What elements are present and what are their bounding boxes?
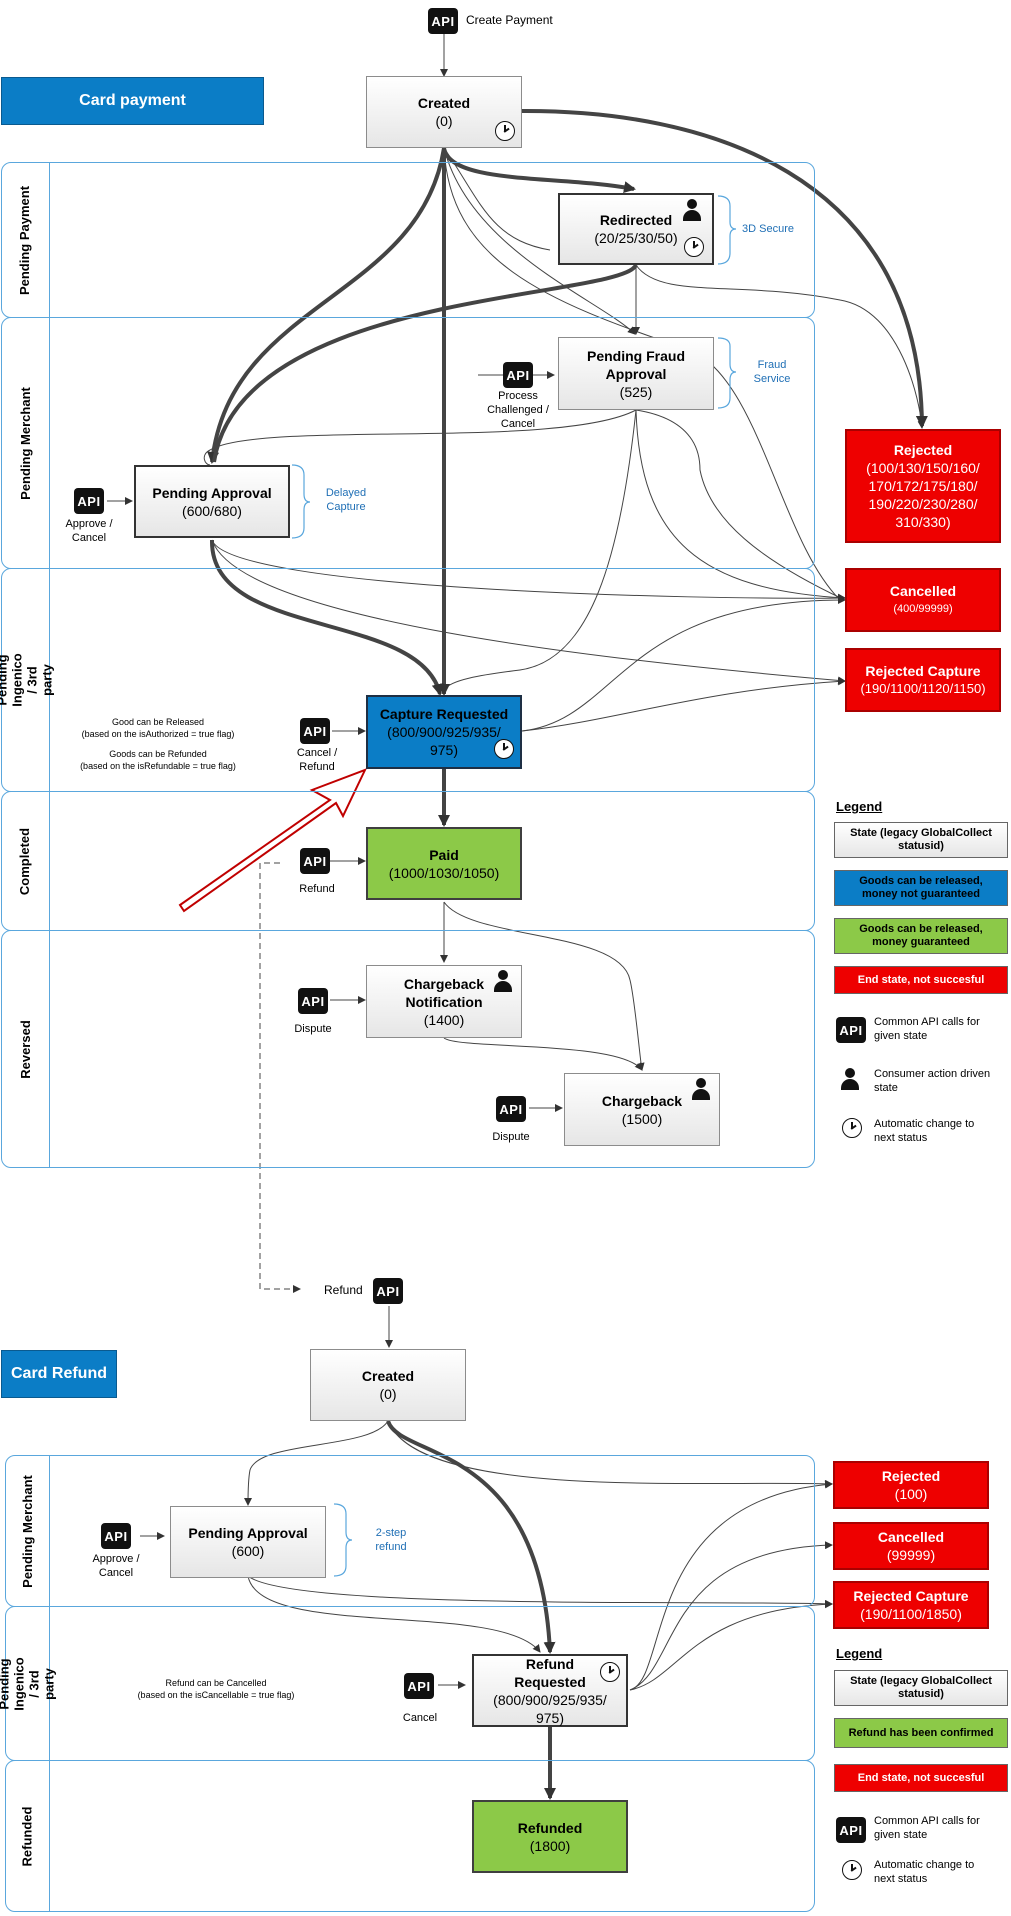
api-label-approve: Approve / Cancel: [92, 1553, 140, 1579]
annotation-fraud-service: Fraud Service: [753, 359, 791, 385]
legend-blue: Goods can be released, money not guarant…: [834, 870, 1008, 906]
state-rejected: Rejected(100/130/150/160/ 170/172/175/18…: [845, 429, 1001, 543]
refund-legend-auto: Automatic change to next status: [874, 1859, 975, 1885]
refund-state-refunded: Refunded(1800): [472, 1800, 628, 1873]
card-refund-header: Card Refund: [1, 1350, 117, 1398]
annotation-3d-secure: 3D Secure: [742, 223, 794, 235]
clock-icon: [684, 237, 704, 257]
refund-state-rejected-capture: Rejected Capture(190/1100/1850): [833, 1581, 989, 1629]
clock-icon: [494, 739, 514, 759]
lane-title-reversed: Reversed: [1, 930, 50, 1168]
state-capture-requested: Capture Requested(800/900/925/935/ 975): [366, 695, 522, 769]
lane-title-pending-ingenico: Pending Ingenico / 3rd party: [0, 568, 55, 792]
api-icon: API: [298, 988, 328, 1014]
card-payment-header: Card payment: [1, 77, 264, 125]
state-paid: Paid(1000/1030/1050): [366, 827, 522, 900]
api-icon: API: [428, 8, 458, 34]
note-refund: Goods can be Refunded(based on the isRef…: [80, 749, 236, 771]
lane-title-pending-payment: Pending Payment: [1, 162, 50, 318]
api-icon: API: [836, 1817, 866, 1843]
api-icon: API: [496, 1096, 526, 1122]
consumer-icon: [682, 199, 702, 221]
api-label-refund: Refund: [299, 883, 335, 895]
lane-title-completed: Completed: [1, 791, 50, 931]
api-label-cancel-refund: Cancel / Refund: [296, 747, 338, 773]
clock-icon: [842, 1118, 862, 1138]
annotation-2-step-refund: 2-step refund: [375, 1527, 407, 1553]
refund-legend-red: End state, not succesful: [834, 1764, 1008, 1792]
lane-reversed: [1, 930, 815, 1168]
state-created: Created(0): [366, 76, 522, 148]
refund-legend-green: Refund has been confirmed: [834, 1718, 1008, 1748]
refund-state-created: Created(0): [310, 1349, 466, 1421]
state-rejected-capture: Rejected Capture(190/1100/1120/1150): [845, 648, 1001, 712]
legend-green: Goods can be released, money guaranteed: [834, 918, 1008, 954]
api-label-dispute: Dispute: [294, 1023, 332, 1035]
note-refund-cancel: Refund can be Cancelled(based on the isC…: [137, 1678, 295, 1700]
legend-auto: Automatic change to next status: [874, 1118, 975, 1144]
api-icon: API: [300, 718, 330, 744]
api-label-cancel: Cancel: [402, 1712, 438, 1724]
clock-icon: [600, 1662, 620, 1682]
refund-lane-refunded: [5, 1760, 815, 1912]
api-icon: API: [300, 848, 330, 874]
api-icon: API: [373, 1278, 403, 1304]
clock-icon: [495, 121, 515, 141]
refund-lane-title-ingenico: Pending Ingenico / 3rd party: [0, 1606, 57, 1761]
annotation-delayed-capture: Delayed Capture: [325, 487, 367, 513]
refund-state-pending-approval: Pending Approval(600): [170, 1506, 326, 1578]
create-payment-label: Create Payment: [466, 13, 553, 27]
api-icon: API: [836, 1017, 866, 1043]
state-chargeback: Chargeback(1500): [564, 1073, 720, 1146]
legend-red: End state, not succesful: [834, 966, 1008, 994]
refund-state-requested: Refund Requested(800/900/925/935/ 975): [472, 1654, 628, 1727]
lane-title-pending-merchant: Pending Merchant: [1, 317, 50, 569]
state-pending-fraud-approval: Pending Fraud Approval(525): [558, 337, 714, 410]
legend-title: Legend: [836, 799, 883, 814]
legend-state: State (legacy GlobalCollect statusid): [834, 822, 1008, 858]
state-pending-approval: Pending Approval(600/680): [134, 465, 290, 538]
refund-lane-title-refunded: Refunded: [5, 1760, 50, 1912]
api-label-process: Process Challenged / Cancel: [487, 390, 549, 430]
refund-legend-state: State (legacy GlobalCollect statusid): [834, 1670, 1008, 1706]
api-label-dispute: Dispute: [492, 1131, 530, 1143]
refund-lane-title-merchant: Pending Merchant: [5, 1455, 50, 1607]
consumer-icon: [691, 1078, 711, 1100]
api-icon: API: [74, 488, 104, 514]
consumer-icon: [840, 1068, 860, 1090]
highlight-arrow: [178, 768, 367, 913]
legend-api: Common API calls for given state: [874, 1016, 980, 1042]
api-icon: API: [404, 1673, 434, 1699]
clock-icon: [842, 1860, 862, 1880]
refund-legend-title: Legend: [836, 1646, 883, 1661]
state-redirected: Redirected(20/25/30/50): [558, 193, 714, 265]
api-icon: API: [101, 1523, 131, 1549]
refund-label: Refund: [324, 1283, 363, 1297]
api-label-approve: Approve / Cancel: [65, 518, 113, 544]
refund-legend-api: Common API calls for given state: [874, 1815, 980, 1841]
refund-state-cancelled: Cancelled(99999): [833, 1522, 989, 1570]
note-release: Good can be Released(based on the isAuth…: [81, 717, 235, 739]
consumer-icon: [493, 970, 513, 992]
state-cancelled: Cancelled(400/99999): [845, 568, 1001, 632]
legend-consumer: Consumer action driven state: [874, 1068, 991, 1094]
state-chargeback-notification: Chargeback Notification(1400): [366, 965, 522, 1038]
api-icon: API: [503, 362, 533, 388]
refund-state-rejected: Rejected(100): [833, 1461, 989, 1509]
